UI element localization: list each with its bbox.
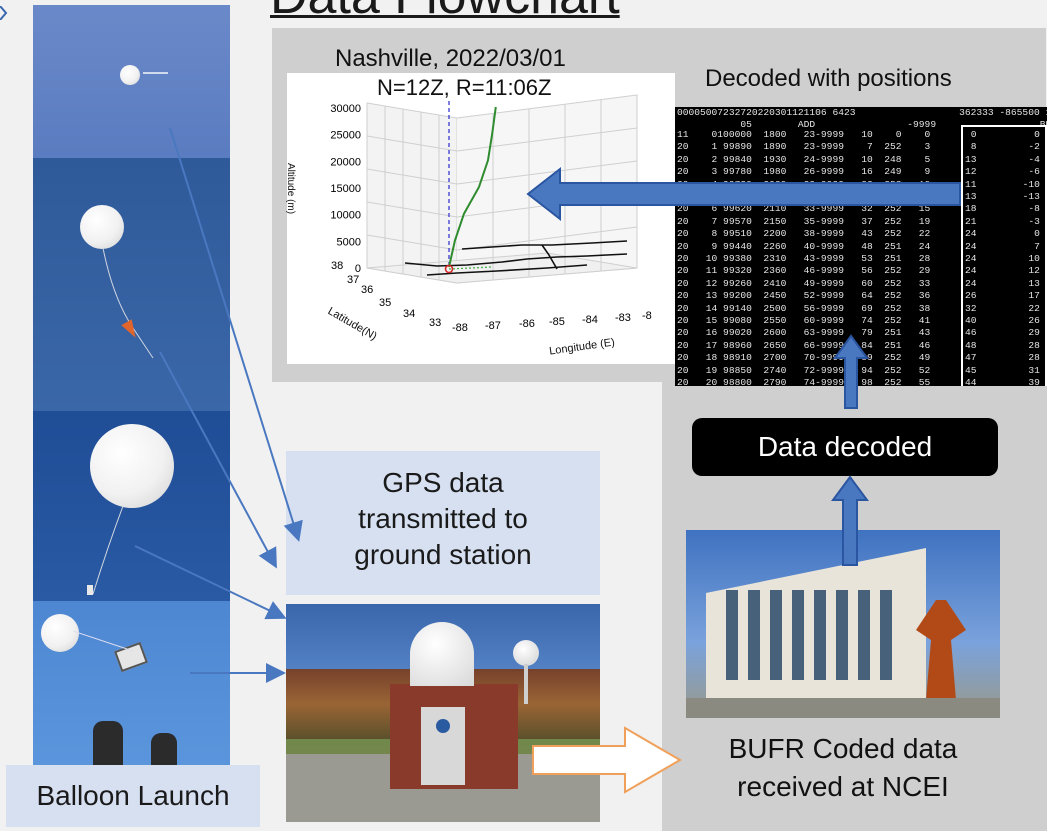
position-row: 8 -2 [965,141,1040,153]
corner-chevron-icon [0,5,8,21]
y-tick-label: 35 [379,297,391,309]
position-row: 0 0 [965,129,1040,140]
terminal-row: 20 3 99780 1980 26-9999 16 249 9 [677,166,931,178]
y-tick-label: 34 [403,308,415,320]
position-row: 24 12 [965,265,1040,277]
decoded-header: Decoded with positions [705,65,952,92]
balloon-photo-1 [33,5,230,158]
terminal-row: 20 11 99320 2360 46-9999 56 252 29 [677,265,931,277]
position-row: 44 39 [965,377,1040,386]
x-tick-label: -88 [452,322,468,334]
position-row: 21 -3 [965,215,1040,227]
y-tick-label: 36 [361,284,373,296]
y-tick-label: 38 [331,260,343,272]
terminal-row: 20 12 99260 2410 49-9999 60 252 33 [677,277,931,289]
z-tick-label: 5000 [337,236,361,248]
terminal-row: 20 20 98800 2790 74-9999 98 252 55 [677,377,931,386]
x-tick-label: -86 [519,318,535,330]
terminal-header-1: 00005007232720220301121106 6423 362333 -… [677,107,1047,118]
ground-track-line [448,266,493,270]
balloon-photo-4 [33,601,230,765]
balloon-photo-3 [33,411,230,601]
position-row: 46 29 [965,327,1040,339]
z-tick-label: 10000 [330,210,361,222]
x-tick-label: -85 [549,316,565,328]
terminal-header-2: 05 ADD -9999 BUFR-S [677,119,1047,130]
position-row: 18 -8 [965,203,1040,215]
position-row: 32 22 [965,302,1040,314]
x-tick-label: -87 [485,320,501,332]
z-tick-label: 0 [355,263,361,275]
terminal-row: 11 0100000 1800 23-9999 10 0 0 [677,129,931,140]
chart-title: Nashville, 2022/03/01 [335,45,566,72]
terminal-row: 20 8 99510 2200 38-9999 43 252 22 [677,228,931,240]
y-tick-label: 33 [429,317,441,329]
position-row: 12 -6 [965,166,1040,178]
terminal-row: 20 19 98850 2740 72-9999 94 252 52 [677,364,931,376]
terminal-row: 20 7 99570 2150 35-9999 37 252 19 [677,215,931,227]
trajectory-chart: 0 5000 10000 15000 20000 25000 30000 -88 -87 -86 -… [285,73,675,364]
launch-point-marker [444,264,454,274]
page-title: Data Flowchart [270,0,620,22]
terminal-row: 20 18 98910 2700 70-9999 89 252 49 [677,352,931,364]
position-row: 26 17 [965,290,1040,302]
position-row: 24 0 [965,228,1040,240]
z-axis-label: Altitude (m) [285,162,297,215]
position-row: 45 31 [965,364,1040,376]
z-tick-label: 20000 [330,156,361,168]
data-decoded-box: Data decoded [692,418,998,476]
gps-transmit-label: GPS data transmitted to ground station [286,451,600,595]
ground-station-photo [286,604,600,822]
terminal-row: 20 16 99020 2600 63-9999 79 251 43 [677,327,931,339]
position-row: 24 13 [965,277,1040,289]
terminal-row: 20 14 99140 2500 56-9999 69 252 38 [677,302,931,314]
x-tick-label: -8 [642,310,652,322]
position-row: 13 -13 [965,191,1040,202]
terminal-row: 20 13 99200 2450 52-9999 64 252 36 [677,290,931,302]
position-row: 47 28 [965,352,1040,364]
position-row: 48 28 [965,339,1040,351]
terminal-row: 20 10 99380 2310 43-9999 53 251 28 [677,253,931,264]
position-row: 11 -10 [965,178,1040,190]
balloon-launch-label: Balloon Launch [6,765,260,827]
terminal-row: 20 5 99680 2060 31-9999 27 253 12 [677,191,931,202]
z-tick-label: 25000 [330,130,361,142]
y-tick-label: 37 [347,274,359,286]
ncei-label: BUFR Coded data received at NCEI [728,733,958,802]
terminal-row: 20 17 98960 2650 66-9999 84 251 46 [677,339,931,351]
z-tick-label: 30000 [330,103,361,115]
x-tick-label: -84 [582,314,598,326]
terminal-row: 20 2 99840 1930 24-9999 10 248 5 [677,153,931,165]
decoded-data-terminal: 00005007232720220301121106 6423 362333 -… [675,107,1047,386]
terminal-row: 20 15 99080 2550 60-9999 74 252 41 [677,315,931,326]
z-tick-label: 15000 [330,183,361,195]
position-row: 24 7 [965,240,1040,252]
trajectory-line [448,106,497,268]
terminal-row: 20 9 99440 2260 40-9999 48 251 24 [677,240,931,252]
position-row: 13 -4 [965,153,1040,165]
position-row: 40 26 [965,315,1040,326]
balloon-photo-2 [33,158,230,411]
x-tick-label: -83 [615,312,631,324]
ncei-building-photo [686,530,1000,718]
position-row: 24 10 [965,253,1040,264]
terminal-row: 20 4 99730 2020 29-9999 22 253 10 [677,178,931,190]
terminal-row: 20 6 99620 2110 33-9999 32 252 15 [677,203,931,215]
chart-subtitle: N=12Z, R=11:06Z [377,75,552,100]
terminal-row: 20 1 99890 1890 23-9999 7 252 3 [677,141,931,153]
